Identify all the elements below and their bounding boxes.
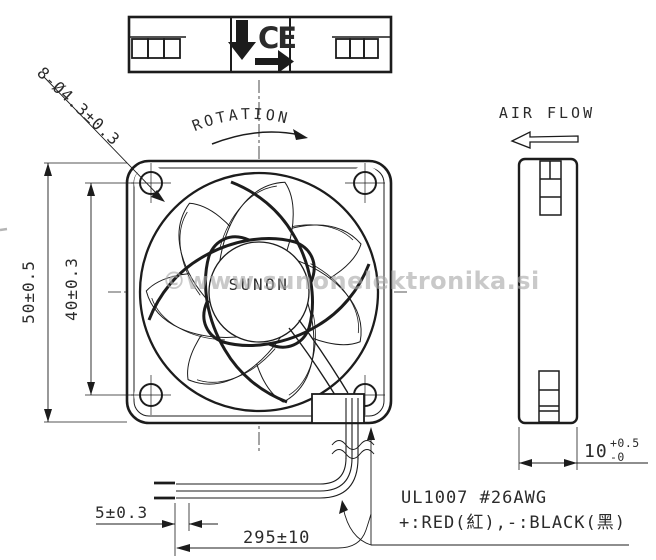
rotation-arrow <box>211 131 301 145</box>
struts <box>147 180 371 404</box>
rotation-label: ROTATION <box>190 105 292 135</box>
hole-dimension: 8-Ø4.3±0.3 <box>33 63 165 202</box>
ce-mark: CE <box>258 21 295 55</box>
watermark: ©www.sunonelektronika.si <box>162 267 540 295</box>
thickness-tol-plus: +0.5 <box>610 436 640 450</box>
right-arrow-icon <box>255 50 294 73</box>
thickness-label: 10 <box>584 441 608 462</box>
rotation-callout: ROTATION <box>190 105 308 145</box>
wire-spec-line2: +:RED(紅),-:BLACK(黑) <box>399 513 626 533</box>
top-view: CE <box>127 15 393 74</box>
lead-wires <box>154 398 375 500</box>
side-view-top-detail <box>539 160 562 216</box>
impeller: SUNON <box>145 180 371 419</box>
hole-pitch-dimension: 40±0.3 <box>62 182 134 396</box>
mounting-holes <box>131 163 385 415</box>
frame-size-label: 50±0.5 <box>19 260 38 324</box>
wire-exit <box>311 393 365 424</box>
side-view-bottom-detail <box>538 370 560 423</box>
thickness-dimension: 10 +0.5 -0 <box>518 427 648 470</box>
airflow-label: AIR FLOW <box>499 104 595 122</box>
left-terminal-cells <box>131 38 181 59</box>
stripped-length-label: 5±0.3 <box>95 503 148 522</box>
stripped-length-dimension: 5±0.3 <box>95 503 218 556</box>
wire-spec-callout: UL1007 #26AWG +:RED(紅),-:BLACK(黑) <box>339 427 629 546</box>
hub <box>208 241 310 343</box>
wire-spec-line1: UL1007 #26AWG <box>401 488 547 508</box>
hole-pitch-label: 40±0.3 <box>62 257 81 321</box>
front-view: SUNON <box>108 80 410 452</box>
airflow-arrow-icon <box>510 130 579 149</box>
right-terminal-cells <box>335 38 379 59</box>
lead-length-label: 295±10 <box>243 528 310 548</box>
hub-logo: SUNON <box>229 275 290 294</box>
wire-break-mark <box>331 440 375 450</box>
thickness-tol-minus: -0 <box>610 450 625 464</box>
hole-dimension-label: 8-Ø4.3±0.3 <box>33 63 124 149</box>
lead-length-dimension: 295±10 <box>176 513 372 552</box>
frame-size-dimension: 50±0.5 <box>19 162 127 423</box>
side-view: AIR FLOW <box>499 104 595 425</box>
edge-artifact <box>0 227 8 232</box>
wire-break-mark <box>331 449 375 459</box>
venturi-opening <box>138 171 380 413</box>
down-arrow-icon <box>228 20 256 60</box>
